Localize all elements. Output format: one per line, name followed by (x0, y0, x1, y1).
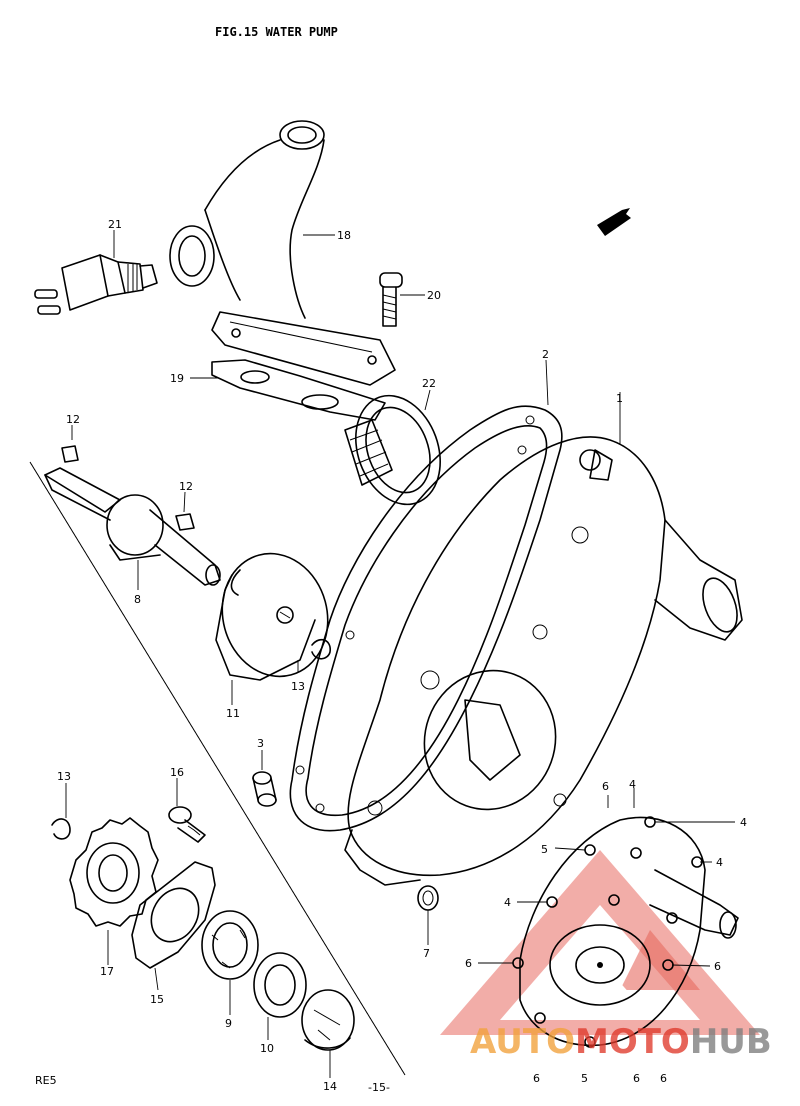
leader-lines (65, 230, 735, 1078)
label-13-left: 13 (57, 770, 71, 783)
part-14-mechanical-seal (301, 989, 355, 1051)
label-14: 14 (323, 1080, 337, 1093)
part-15-gasket-plate (131, 861, 216, 969)
part-number-labels: 21 18 20 19 22 2 1 12 12 8 13 11 3 13 16… (57, 218, 747, 1093)
label-18: 18 (337, 229, 351, 242)
label-17: 17 (100, 965, 114, 978)
label-4-right-upper: 4 (740, 816, 747, 829)
pump-case-assembly (512, 816, 739, 1048)
page-marker: -15- (368, 1081, 390, 1094)
label-9: 9 (225, 1017, 232, 1030)
reference-line (29, 461, 406, 1076)
part-7-plug (417, 885, 439, 911)
label-6-right: 6 (714, 960, 721, 973)
part-1-pump-cover (344, 436, 743, 886)
label-6-left: 6 (465, 957, 472, 970)
watermark-logo (440, 850, 760, 1035)
label-4-right-lower: 4 (716, 856, 723, 869)
part-20-bolt (379, 272, 403, 327)
part-8-pump-shaft (44, 467, 221, 586)
label-12-top: 12 (66, 413, 80, 426)
label-13-right: 13 (291, 680, 305, 693)
watermark-auto: AUTO (470, 1022, 575, 1062)
label-11: 11 (226, 707, 240, 720)
part-16-bolt (168, 806, 206, 843)
label-4-left: 4 (504, 896, 511, 909)
label-6-bottom-3: 6 (660, 1072, 667, 1085)
part-17-drive-gear (69, 817, 159, 927)
label-16: 16 (170, 766, 184, 779)
figure-title: FIG.15 WATER PUMP (215, 25, 338, 39)
label-6-bottom-1: 6 (533, 1072, 540, 1085)
label-7: 7 (423, 947, 430, 960)
label-6-top: 6 (602, 780, 609, 793)
part-19-gasket (211, 359, 386, 421)
label-2: 2 (542, 348, 549, 361)
part-13-clips (51, 638, 331, 840)
label-12-right: 12 (179, 480, 193, 493)
label-15: 15 (150, 993, 164, 1006)
watermark-brand-text: AUTOMOTOHUB (470, 1022, 772, 1062)
part-2-cover-gasket (289, 405, 563, 832)
label-22: 22 (422, 377, 436, 390)
part-22-thermostat (344, 394, 441, 506)
label-3: 3 (257, 737, 264, 750)
part-21-thermo-switch (34, 254, 158, 315)
part-18-water-outlet-pipe (169, 120, 396, 386)
label-5: 5 (541, 843, 548, 856)
label-20: 20 (427, 289, 441, 302)
label-4-top: 4 (629, 778, 636, 791)
label-21: 21 (108, 218, 122, 231)
watermark-moto: MOTO (574, 1022, 690, 1062)
label-6-bottom-2: 6 (633, 1072, 640, 1085)
part-3-dowel-pin (252, 771, 277, 807)
label-8: 8 (134, 593, 141, 606)
label-5-bottom: 5 (581, 1072, 588, 1085)
part-12-pins (61, 445, 195, 531)
label-10: 10 (260, 1042, 274, 1055)
watermark-hub: HUB (689, 1022, 772, 1062)
part-11-impeller (215, 552, 329, 681)
part-9-oil-seal (201, 910, 259, 980)
label-1: 1 (616, 392, 623, 405)
page-code: RE5 (35, 1074, 57, 1087)
front-direction-arrow-icon (597, 208, 631, 236)
part-10-washer (253, 952, 307, 1018)
label-19: 19 (170, 372, 184, 385)
